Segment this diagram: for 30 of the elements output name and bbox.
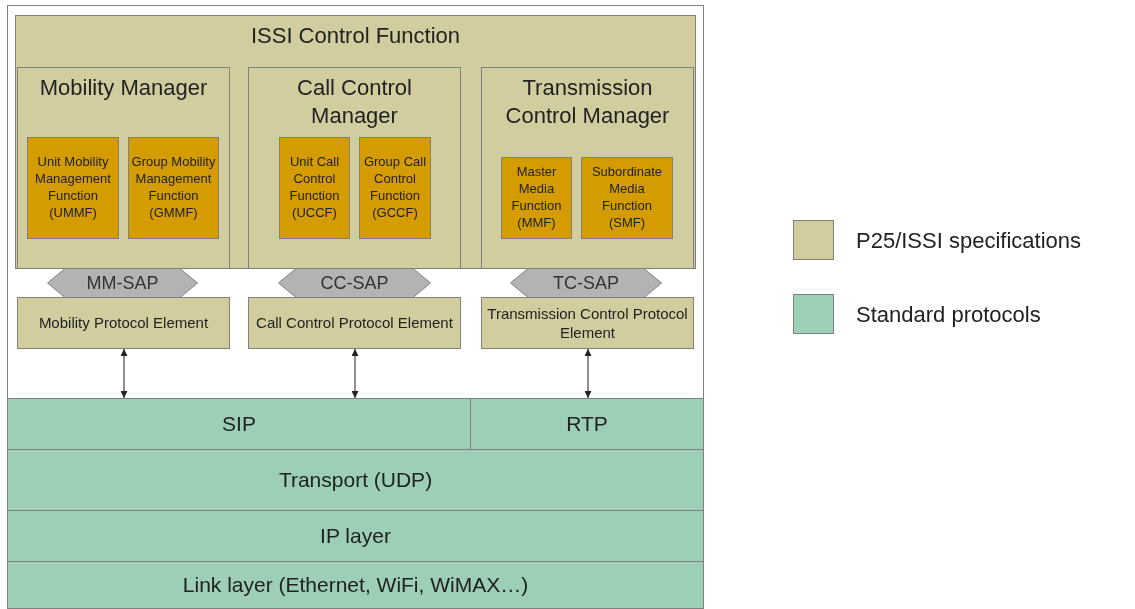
manager-title: Mobility Manager — [38, 74, 209, 102]
manager-title: Call Control Manager — [296, 74, 413, 129]
sap-hexagon: MM-SAP — [47, 268, 198, 298]
double-arrow — [351, 348, 359, 399]
protocol-layer-band: RTP — [470, 398, 704, 450]
manager-box — [481, 67, 694, 269]
double-arrow — [120, 348, 128, 399]
legend-label: Standard protocols — [856, 302, 1041, 328]
protocol-element-box: Call Control Protocol Element — [248, 297, 461, 349]
function-box: Unit Mobility Management Function (UMMF) — [27, 137, 119, 239]
function-box: Subordinate Media Function (SMF) — [581, 157, 673, 239]
function-box: Master Media Function (MMF) — [501, 157, 572, 239]
manager-box — [248, 67, 461, 269]
double-arrow — [584, 348, 592, 399]
function-block — [15, 15, 696, 269]
function-box: Group Mobility Management Function (GMMF) — [128, 137, 219, 239]
protocol-layer-band: SIP — [7, 398, 471, 450]
protocol-layer-band: IP layer — [7, 510, 704, 562]
function-box: Unit Call Control Function (UCCF) — [279, 137, 350, 239]
protocol-element-box: Mobility Protocol Element — [17, 297, 230, 349]
protocol-element-box: Transmission Control Protocol Element — [481, 297, 694, 349]
manager-title: Transmission Control Manager — [504, 74, 671, 129]
sap-hexagon: TC-SAP — [510, 268, 662, 298]
manager-box — [17, 67, 230, 269]
function-box: Group Call Control Function (GCCF) — [359, 137, 431, 239]
block-title: ISSI Control Function — [249, 22, 462, 50]
legend-label: P25/ISSI specifications — [856, 228, 1081, 254]
sap-hexagon: CC-SAP — [278, 268, 431, 298]
protocol-layer-band: Transport (UDP) — [7, 449, 704, 511]
protocol-layer-band: Link layer (Ethernet, WiFi, WiMAX…) — [7, 561, 704, 609]
